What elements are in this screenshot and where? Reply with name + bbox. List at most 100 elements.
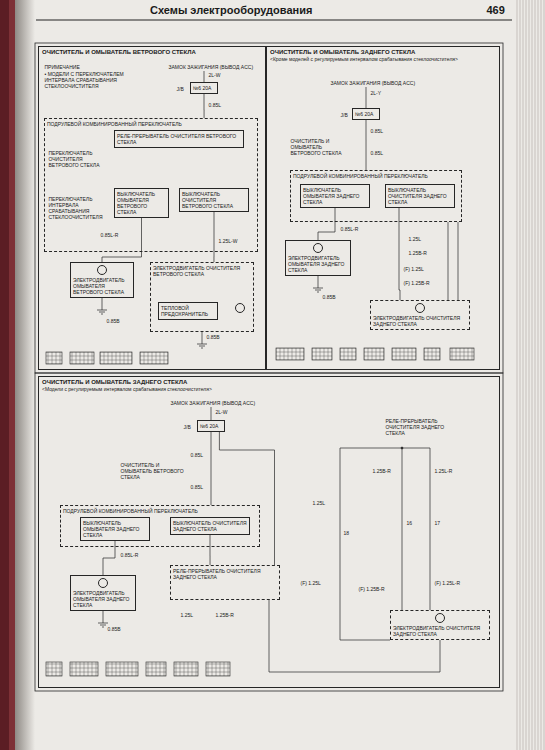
panel-title: <Модели с регулируемым интервалом срабат… (42, 386, 496, 392)
motor-symbol (235, 303, 245, 313)
ground-bar (315, 290, 321, 291)
wire-code: 2L-W (208, 72, 221, 78)
ground-wire (103, 611, 104, 623)
wire-connector (211, 432, 212, 505)
page-title: Схемы электрооборудования (150, 4, 312, 16)
wire-code: 0.85B (206, 334, 220, 340)
component-label: ЭЛЕКТРОДВИГАТЕЛЬ ОЧИСТИТЕЛЯ ЗАДНЕГО СТЕК… (393, 625, 487, 637)
wire-code: 0.85L (370, 128, 384, 134)
ground-symbol (313, 276, 323, 292)
component-label: ЗАМОК ЗАЖИГАНИЯ (ВЫВОД ACC) (170, 400, 256, 406)
wire-connector (366, 120, 367, 170)
frame (35, 43, 503, 373)
component-label: РЕЛЕ-ПРЕРЫВАТЕЛЬ ОЧИСТИТЕЛЯ ЗАДНЕГО СТЕК… (385, 418, 448, 436)
switch-assembly: ПОДРУЛЕВОЙ КОМБИНИРОВАННЫЙ ПЕРЕКЛЮЧАТЕЛЬ… (290, 170, 462, 222)
wire-code: (F) 1.25B-R (403, 280, 430, 286)
panel-title: ОЧИСТИТЕЛЬ И ОМЫВАТЕЛЬ ВЕТРОВОГО СТЕКЛА (42, 49, 262, 56)
fuse-box: №6 20A (197, 420, 225, 432)
motor: ЭЛЕКТРОДВИГАТЕЛЬ ОМЫВАТЕЛЯ ЗАДНЕГО СТЕКЛ… (285, 240, 351, 276)
motor-symbol (97, 265, 107, 275)
component-label: ПОДРУЛЕВОЙ КОМБИНИРОВАННЫЙ ПЕРЕКЛЮЧАТЕЛЬ (47, 121, 255, 127)
wire-connector (318, 208, 335, 240)
component-label: РЕЛЕ-ПРЕРЫВАТЕЛЬ ОЧИСТИТЕЛЯ ЗАДНЕГО СТЕК… (173, 568, 277, 580)
motor-symbol (98, 578, 108, 588)
motor-symbol (435, 613, 445, 623)
component-label: ЗАМОК ЗАЖИГАНИЯ (ВЫВОД ACC) (168, 64, 261, 70)
ground-bar (100, 625, 106, 626)
component-label: РЕЛЕ-ПРЕРЫВАТЕЛЬ ОЧИСТИТЕЛЯ ВЕТРОВОГО СТ… (117, 133, 241, 145)
component-label: ПЕРЕКЛЮЧАТЕЛЬ ИНТЕРВАЛА СРАБАТЫВАНИЯ СТЕ… (48, 196, 109, 220)
wire-code: 0.85L (190, 452, 204, 458)
wire-connector (210, 535, 211, 565)
component-label: ВЫКЛЮЧАТЕЛЬ ОЧИСТИТЕЛЯ ВЕТРОВОГО СТЕКЛА (182, 191, 246, 209)
motor-symbol (415, 303, 425, 313)
component-label: №6 20A (355, 111, 377, 117)
switch-box: ВЫКЛЮЧАТЕЛЬ ОЧИСТИТЕЛЯ ЗАДНЕГО СТЕКЛА (170, 517, 250, 535)
book-binding (0, 0, 9, 750)
wire-code: 1.25L-R (434, 468, 453, 474)
switch-box: ВЫКЛЮЧАТЕЛЬ ОЧИСТИТЕЛЯ ВЕТРОВОГО СТЕКЛА (179, 188, 249, 212)
motor-assembly: ЭЛЕКТРОДВИГАТЕЛЬ ОЧИСТИТЕЛЯ ВЕТРОВОГО СТ… (150, 262, 254, 332)
wire-code: (F) 1.25L (300, 580, 321, 586)
wire-code: 1.25L (180, 612, 194, 618)
component-label: ПОДРУЛЕВОЙ КОМБИНИРОВАННЫЙ ПЕРЕКЛЮЧАТЕЛЬ (293, 173, 459, 179)
ground-bar (99, 312, 105, 313)
component-label: ЭЛЕКТРОДВИГАТЕЛЬ ОЧИСТИТЕЛЯ ЗАДНЕГО СТЕК… (373, 315, 467, 327)
component-label: ОЧИСТИТЕЛЬ И ОМЫВАТЕЛЬ ВЕТРОВОГО СТЕКЛА (290, 138, 353, 156)
wire-code: 0.85L (370, 150, 384, 156)
ground-wire (318, 276, 319, 288)
switch-assembly: ПОДРУЛЕВОЙ КОМБИНИРОВАННЫЙ ПЕРЕКЛЮЧАТЕЛЬ… (60, 505, 260, 547)
component-label: ВЫКЛЮЧАТЕЛЬ ОМЫВАТЕЛЯ ЗАДНЕГО СТЕКЛА (303, 187, 367, 205)
wire-code: 1.25B-R (372, 468, 391, 474)
note-title: ПРИМЕЧАНИЕ (44, 64, 80, 70)
component-label: №6 20A (200, 423, 222, 429)
wire-code: 1.25B-R (215, 612, 234, 618)
ground-wire (102, 298, 103, 310)
diagram-panel: ОЧИСТИТЕЛЬ И ОМЫВАТЕЛЬ ЗАДНЕГО СТЕКЛА<Кр… (266, 46, 500, 370)
relay-box: РЕЛЕ-ПРЕРЫВАТЕЛЬ ОЧИСТИТЕЛЯ ЗАДНЕГО СТЕК… (170, 565, 280, 600)
component-label: J/B (176, 86, 184, 92)
wire-code: (F) 1.25B-R (358, 586, 385, 592)
switch-box: ВЫКЛЮЧАТЕЛЬ ОМЫВАТЕЛЯ ЗАДНЕГО СТЕКЛА (300, 184, 370, 208)
header-rule (36, 19, 512, 20)
wire-connector (213, 212, 214, 262)
switch-box: ВЫКЛЮЧАТЕЛЬ ОЧИСТИТЕЛЯ ЗАДНЕГО СТЕКЛА (385, 184, 455, 208)
ground-bar (98, 623, 108, 624)
ground-bar (201, 348, 203, 349)
motor: ЭЛЕКТРОДВИГАТЕЛЬ ОМЫВАТЕЛЯ ЗАДНЕГО СТЕКЛ… (70, 575, 136, 611)
ground-bar (317, 292, 319, 293)
wire-code: 0.85B (106, 318, 120, 324)
ground-symbol (97, 298, 107, 314)
component-label: ЗАМОК ЗАЖИГАНИЯ (ВЫВОД ACC) (330, 80, 416, 86)
switch-box: ВЫКЛЮЧАТЕЛЬ ОМЫВАТЕЛЯ ЗАДНЕГО СТЕКЛА (80, 517, 150, 541)
component-label: ЭЛЕКТРОДВИГАТЕЛЬ ОМЫВАТЕЛЯ ЗАДНЕГО СТЕКЛ… (73, 590, 133, 608)
wire-code: 2L-W (215, 409, 228, 415)
pin-number: 16 (406, 520, 413, 526)
wire-code: (F) 1.25L-R (434, 580, 461, 586)
wire-code: 2L-Y (370, 90, 382, 96)
wire-code: 0.85L-R (340, 226, 359, 232)
wire-code: 0.85L (208, 102, 222, 108)
component-label: J/B (340, 112, 348, 118)
thermal-fuse: ТЕПЛОВОЙ ПРЕДОХРАНИТЕЛЬ (158, 302, 218, 320)
wire-code: 0.85L (190, 484, 204, 490)
book-binding (9, 0, 15, 750)
panel-title: ОЧИСТИТЕЛЬ И ОМЫВАТЕЛЬ ЗАДНЕГО СТЕКЛА (42, 379, 496, 386)
motor: ЭЛЕКТРОДВИГАТЕЛЬ ОЧИСТИТЕЛЯ ЗАДНЕГО СТЕК… (390, 610, 490, 640)
ground-wire (202, 332, 203, 344)
wire-code: (F) 1.25L (403, 266, 424, 272)
wire-connector (204, 94, 205, 118)
ground-bar (102, 627, 104, 628)
ground-bar (101, 314, 103, 315)
panel-title: <Кроме моделей с регулируемым интервалом… (270, 56, 496, 62)
page-number: 469 (486, 4, 505, 16)
motor-symbol (313, 243, 323, 253)
wire-code: 1.25L (312, 500, 326, 506)
frame (35, 373, 503, 691)
wire-code: 0.85B (107, 626, 121, 632)
wire-connector (219, 432, 274, 565)
motor: ЭЛЕКТРОДВИГАТЕЛЬ ОМЫВАТЕЛЯ ВЕТРОВОГО СТЕ… (70, 262, 134, 298)
wire-code: 1.25B-R (408, 250, 427, 256)
